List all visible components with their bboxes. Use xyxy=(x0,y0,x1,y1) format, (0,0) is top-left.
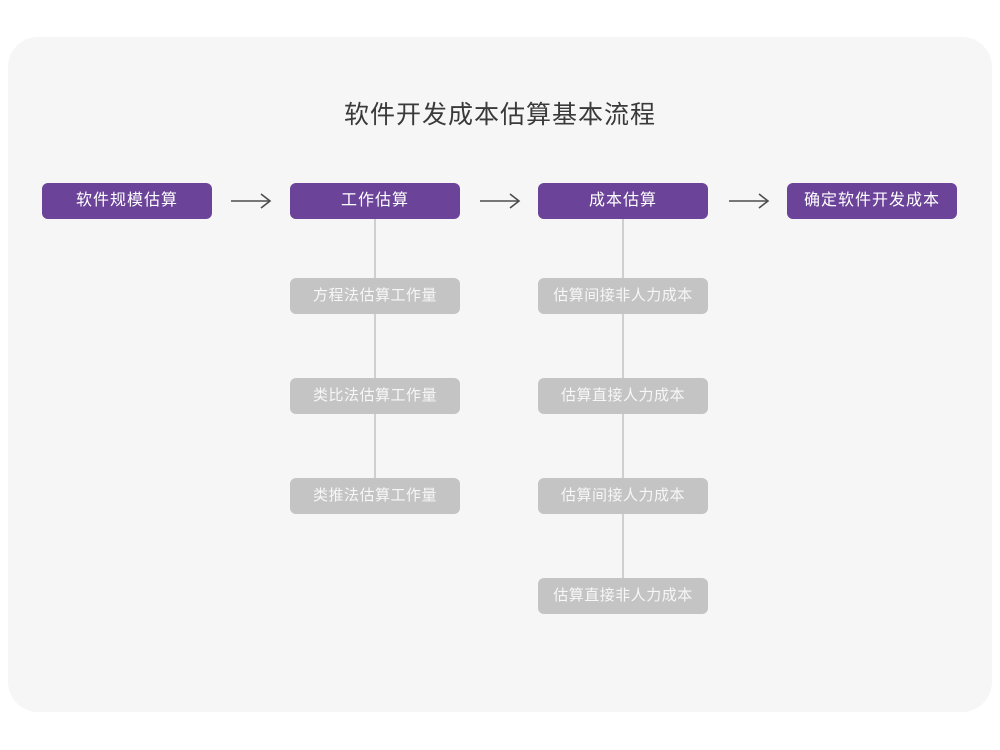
right-arrow-icon xyxy=(728,190,770,212)
stage-node-software-scale-estimation: 软件规模估算 xyxy=(42,183,212,219)
right-arrow-icon xyxy=(230,190,272,212)
child-node-direct-labor-cost: 估算直接人力成本 xyxy=(538,378,708,414)
right-arrow-icon xyxy=(479,190,521,212)
child-node-indirect-nonlabor-cost: 估算间接非人力成本 xyxy=(538,278,708,314)
stage-node-cost-estimation: 成本估算 xyxy=(538,183,708,219)
child-node-extrapolation-method: 类推法估算工作量 xyxy=(290,478,460,514)
diagram-title: 软件开发成本估算基本流程 xyxy=(343,101,656,129)
stage-node-determine-software-dev-cost: 确定软件开发成本 xyxy=(787,183,957,219)
child-node-equation-method: 方程法估算工作量 xyxy=(290,278,460,314)
child-node-direct-nonlabor-cost: 估算直接非人力成本 xyxy=(538,578,708,614)
child-node-analogy-method: 类比法估算工作量 xyxy=(290,378,460,414)
connector-line-work-estimation xyxy=(374,219,376,497)
child-node-indirect-labor-cost: 估算间接人力成本 xyxy=(538,478,708,514)
diagram-card: 软件开发成本估算基本流程 软件规模估算 工作估算 成本估算 xyxy=(8,37,992,712)
stage-node-work-estimation: 工作估算 xyxy=(290,183,460,219)
